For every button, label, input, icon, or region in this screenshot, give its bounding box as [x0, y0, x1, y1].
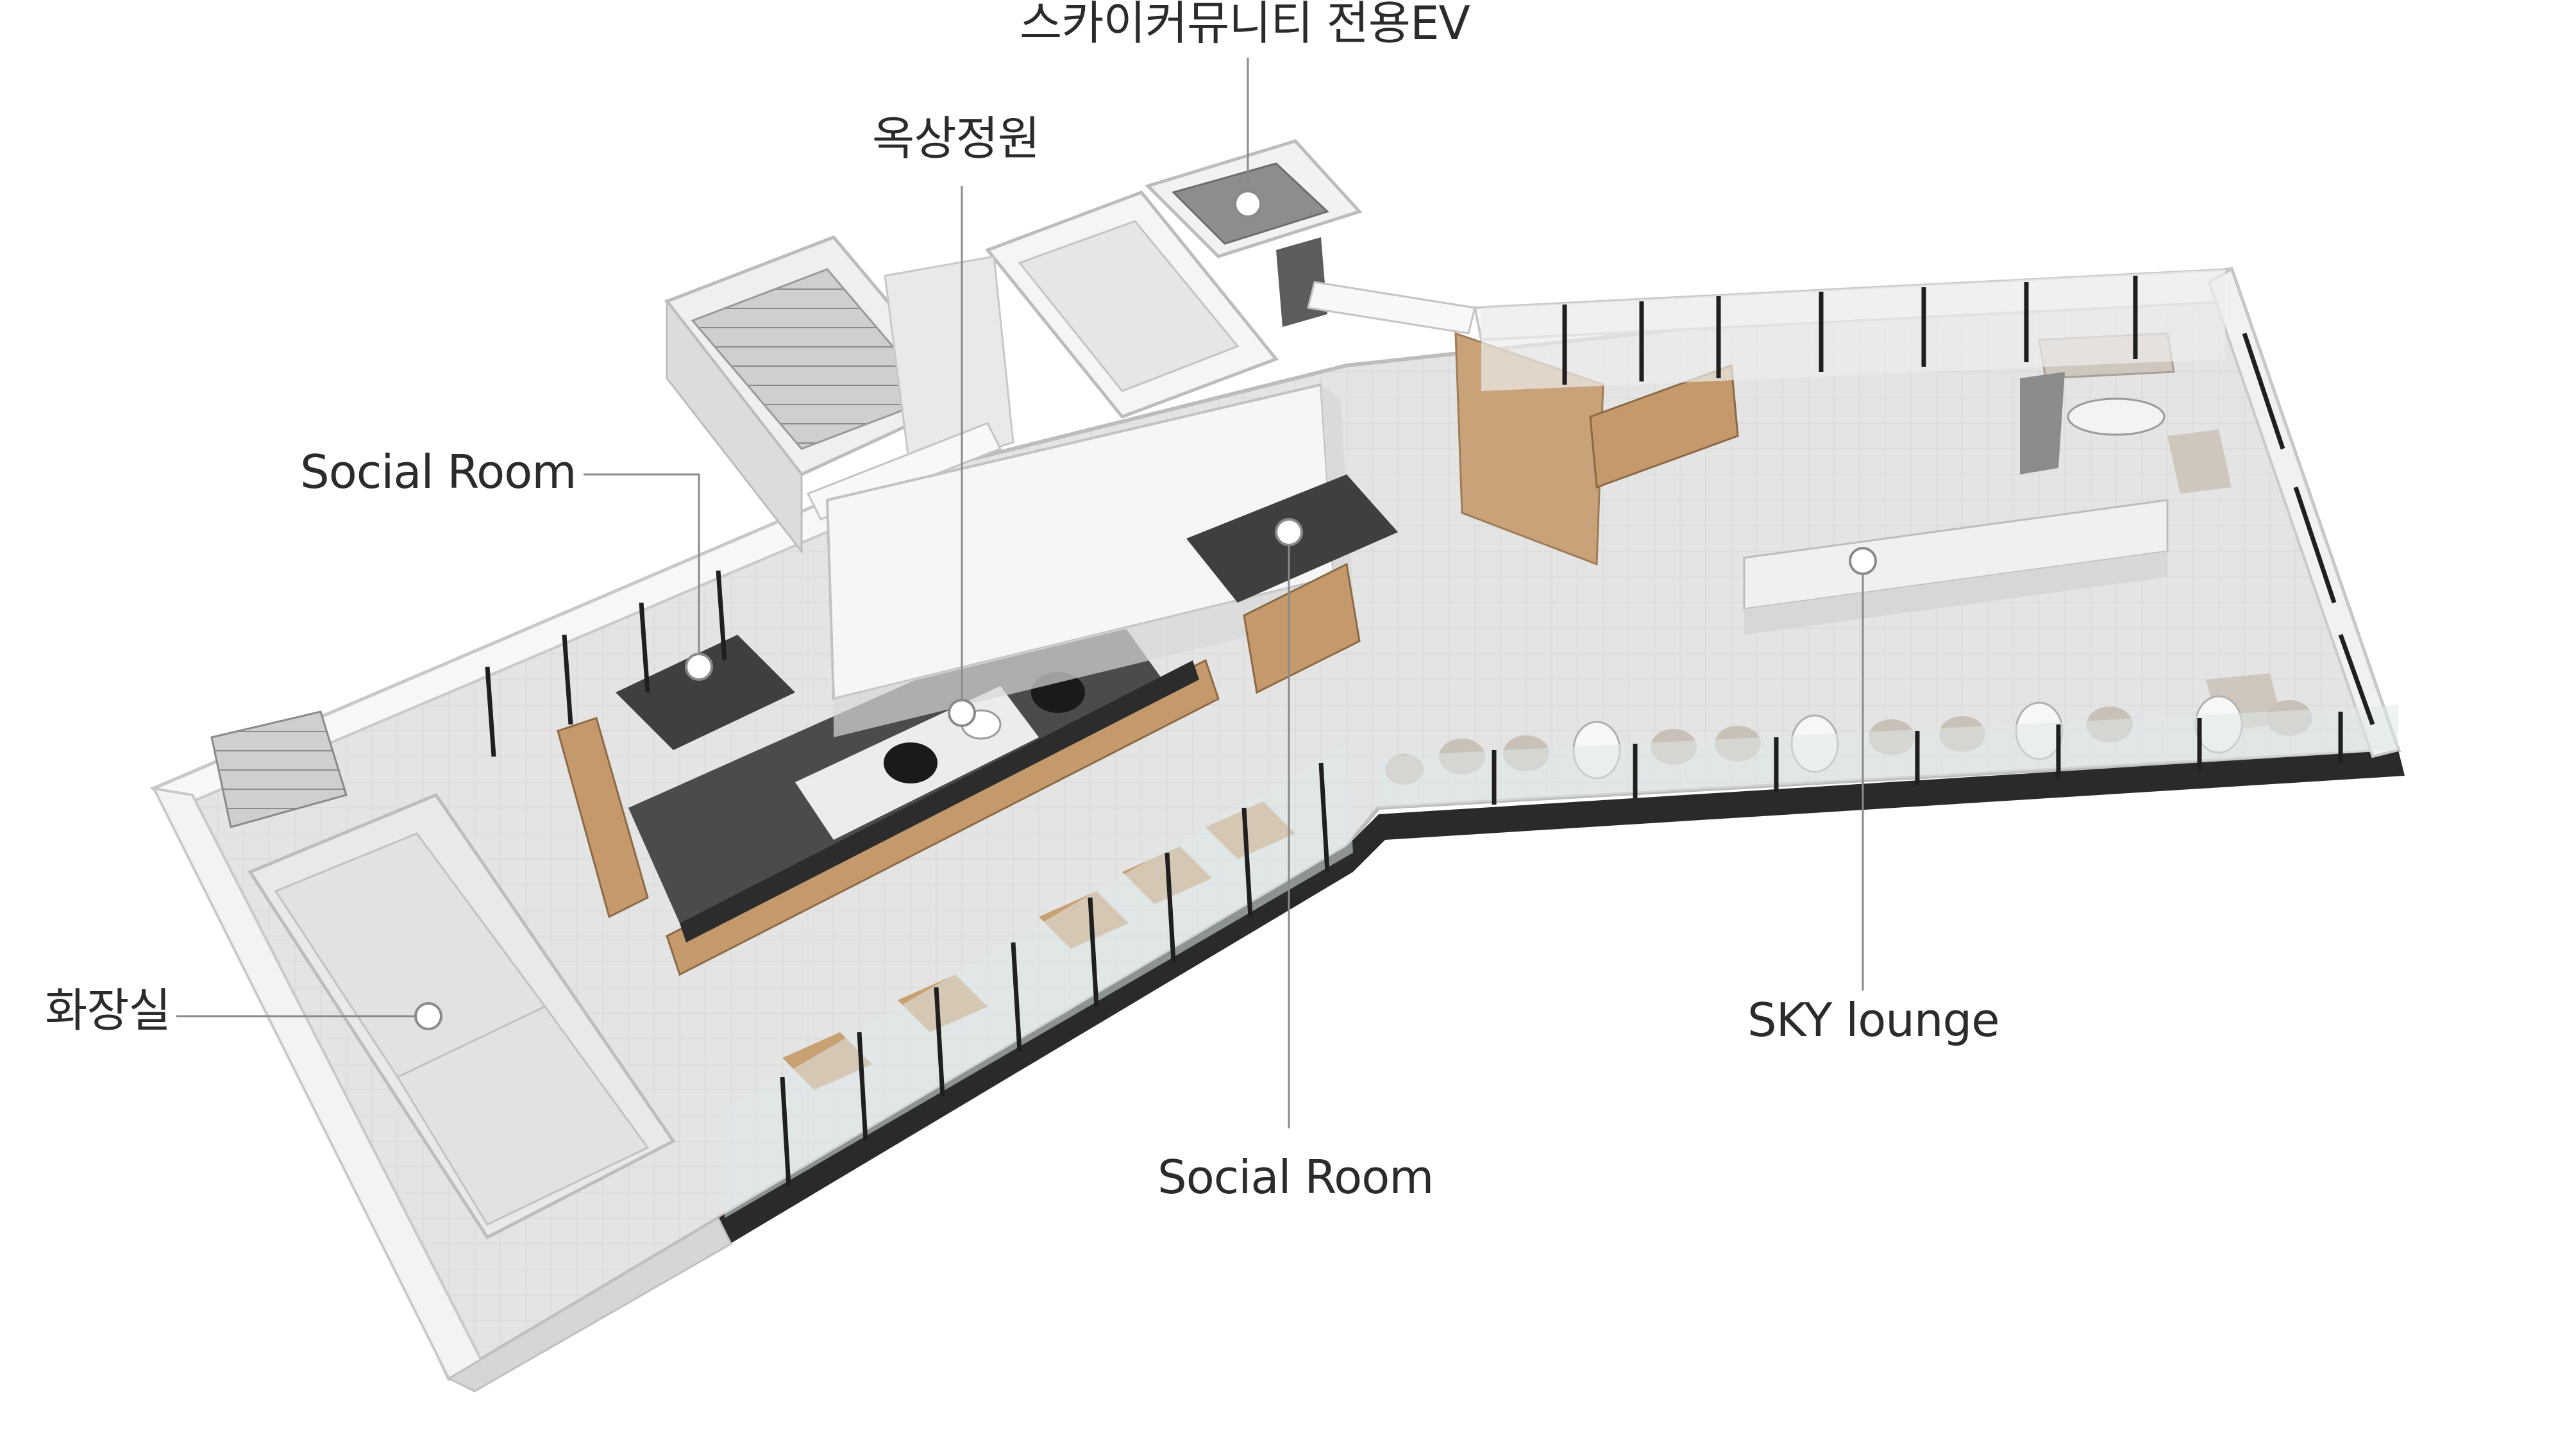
- north-cores: [664, 139, 1476, 555]
- marker-sky-ev: [1234, 190, 1262, 218]
- marker-rooftop-garden: [948, 699, 976, 727]
- marker-social-room-upper: [685, 653, 713, 681]
- label-restroom: 화장실: [45, 983, 171, 1037]
- label-social-room-lower: Social Room: [1157, 1150, 1434, 1204]
- label-sky-lounge: SKY lounge: [1747, 993, 2000, 1047]
- marker-sky-lounge: [1849, 547, 1877, 575]
- restroom-block: [210, 710, 676, 1240]
- label-social-room-upper: Social Room: [300, 445, 576, 499]
- marker-restroom: [414, 1002, 442, 1030]
- markers: [414, 190, 1877, 1030]
- front-glass-facade: [725, 705, 2398, 1218]
- marker-social-room-lower: [1275, 518, 1303, 546]
- leader-line-social-room-upper: [584, 473, 700, 667]
- label-rooftop-garden: 옥상정원: [872, 112, 1040, 165]
- bookshelves: [557, 364, 1739, 976]
- rear-glass-facade: [485, 269, 2375, 757]
- leader-lines: [176, 58, 1864, 1128]
- label-sky-ev: 스카이커뮤니티 전용EV: [1020, 0, 1470, 50]
